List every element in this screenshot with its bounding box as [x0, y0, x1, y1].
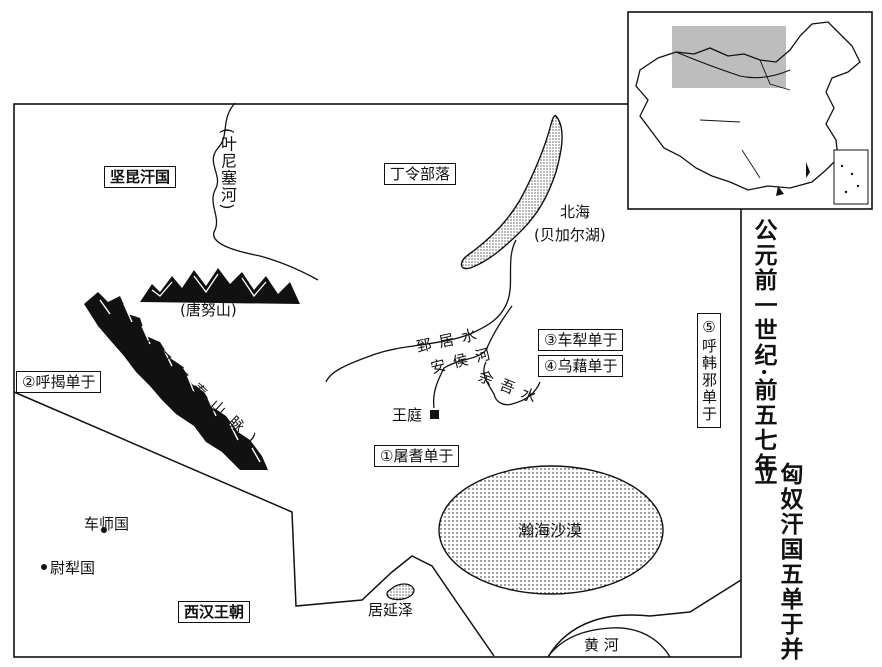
xihan-border — [13, 391, 495, 657]
juyan-label: 居延泽 — [368, 601, 414, 619]
yenisei-label: (叶尼塞河) — [218, 128, 237, 211]
tannu-mountains — [140, 268, 300, 304]
city-dot-icon — [101, 527, 107, 533]
yuli-label: 尉犁国 — [50, 559, 96, 577]
baikal-label: (贝加尔湖) — [534, 226, 606, 244]
baikal-lake — [460, 114, 563, 270]
region-jiankun: 坚昆汗国 — [104, 166, 177, 188]
lake-icon — [386, 583, 415, 601]
chanyu-1: ①屠耆单于 — [374, 445, 460, 467]
region-xihan: 西汉王朝 — [178, 601, 251, 623]
inset-map — [627, 11, 873, 210]
tannu-label: (唐努山) — [180, 301, 237, 319]
border-east — [547, 579, 742, 658]
anhou-river — [432, 305, 513, 409]
hanhai-label: 瀚海沙漠 — [518, 521, 583, 540]
beihai-label: 北海 — [560, 203, 591, 221]
capital-square-icon — [430, 410, 439, 419]
yuwu-river — [483, 361, 541, 406]
chanyu-4: ④乌藉单于 — [538, 355, 624, 377]
zhiju-river — [325, 239, 517, 383]
title-date: 公元前一世纪·前五七年 — [750, 218, 777, 479]
desert-icon — [438, 465, 664, 595]
chanyu-5: ⑤呼韩邪单于 — [697, 313, 721, 428]
altai-mountains — [84, 292, 268, 470]
chanyu-3: ③车犁单于 — [538, 329, 624, 351]
map-frame — [13, 103, 742, 658]
title-main: 匈奴汗国五单于并立 — [750, 462, 803, 662]
huanghe-river — [547, 627, 671, 658]
yenisei-river — [212, 102, 319, 281]
chanyu-2: ②呼揭单于 — [16, 371, 102, 393]
city-dot-icon — [41, 564, 47, 570]
huanghe-label: 黄 河 — [584, 636, 619, 654]
cheshi-label: 车师国 — [84, 515, 130, 533]
region-dingling: 丁令部落 — [384, 163, 457, 185]
wangting-label: 王庭 — [392, 406, 423, 424]
